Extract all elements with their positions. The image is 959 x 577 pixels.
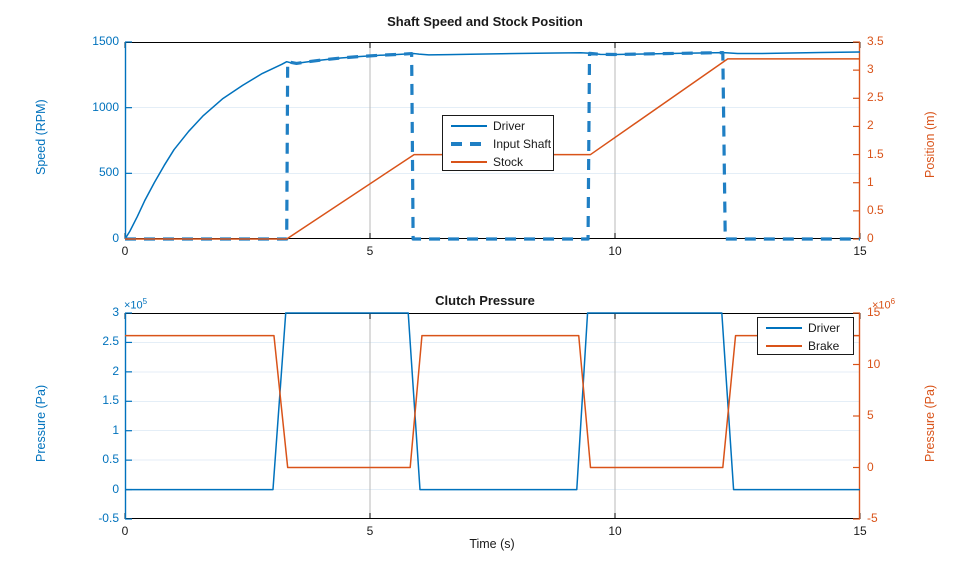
top-ytick-right: 2 xyxy=(867,118,874,133)
top-ytick-right: 1 xyxy=(867,174,874,189)
bottom-ytick-left: 1 xyxy=(112,422,119,437)
bottom-chart-title: Clutch Pressure xyxy=(435,293,535,308)
top-ytick-left: 0 xyxy=(112,231,119,245)
top-ytick-right: 1.5 xyxy=(867,146,884,161)
top-ytick-right: 0 xyxy=(867,231,874,245)
bottom-ytick-left: 3 xyxy=(112,305,119,319)
bottom-ytick-right: 5 xyxy=(867,408,874,422)
bottom-ylabel-right: Pressure (Pa) xyxy=(923,384,937,462)
top-ytick-left: 1500 xyxy=(92,34,119,48)
top-xtick: 10 xyxy=(608,244,622,258)
top-ytick-right: 0.5 xyxy=(867,202,884,217)
legend-top-item-label: Input Shaft xyxy=(493,137,552,151)
legend-top-item-label: Stock xyxy=(493,155,524,169)
x-axis-label: Time (s) xyxy=(469,537,515,551)
bottom-ytick-left: 2.5 xyxy=(102,334,119,349)
bottom-ylabel-left: Pressure (Pa) xyxy=(34,384,48,462)
bottom-right-exponent: ×106 xyxy=(872,297,895,312)
legend-top-item[interactable]: Driver xyxy=(443,117,553,135)
bottom-ytick-right: -5 xyxy=(867,511,878,525)
bottom-ytick-left: 0.5 xyxy=(102,452,119,467)
top-ytick-right: 3 xyxy=(867,62,874,77)
bottom-plot-frame xyxy=(125,313,860,519)
bottom-ytick-right: 0 xyxy=(867,459,874,474)
bottom-xtick: 5 xyxy=(366,524,374,538)
bottom-left-exponent: ×105 xyxy=(124,297,147,312)
bottom-right-exponent-power: 6 xyxy=(890,297,896,306)
bottom-ytick-left: -0.5 xyxy=(98,511,119,525)
bottom-ytick-left: 1.5 xyxy=(102,393,119,408)
bottom-xtick: 15 xyxy=(853,524,867,538)
bottom-ytick-left: 0 xyxy=(112,481,119,496)
bottom-ytick-right: 10 xyxy=(867,356,881,371)
top-ytick-left: 1000 xyxy=(92,99,119,114)
top-ylabel-left: Speed (RPM) xyxy=(34,99,48,175)
legend-top-item-label: Driver xyxy=(493,119,525,133)
bottom-xtick: 10 xyxy=(608,524,622,538)
top-ytick-right: 3.5 xyxy=(867,34,884,48)
bottom-ytick-left: 2 xyxy=(112,363,119,378)
bottom-right-exponent-mantissa: ×10 xyxy=(872,299,891,312)
legend-bottom-item[interactable]: Brake xyxy=(758,337,853,355)
bottom-xtick: 0 xyxy=(121,524,129,538)
legend-top-item[interactable]: Input Shaft xyxy=(443,135,553,153)
legend-bottom-item-label: Driver xyxy=(808,321,840,335)
top-chart-title: Shaft Speed and Stock Position xyxy=(387,14,583,29)
bottom-left-exponent-mantissa: ×10 xyxy=(124,299,143,312)
legend-bottom-item[interactable]: Driver xyxy=(758,319,853,337)
bottom-ytick-right: 15 xyxy=(867,305,881,319)
bottom-axes xyxy=(124,312,861,520)
top-xtick: 15 xyxy=(853,244,867,258)
top-xtick: 0 xyxy=(121,244,129,258)
top-ylabel-right: Position (m) xyxy=(923,111,937,178)
top-ytick-left: 500 xyxy=(98,165,119,180)
top-xtick: 5 xyxy=(366,244,374,258)
top-ytick-right: 2.5 xyxy=(867,90,884,105)
bottom-left-exponent-power: 5 xyxy=(142,297,148,306)
legend-top-item[interactable]: Stock xyxy=(443,153,553,171)
top-axes xyxy=(124,41,861,241)
legend-bottom-item-label: Brake xyxy=(808,339,840,353)
